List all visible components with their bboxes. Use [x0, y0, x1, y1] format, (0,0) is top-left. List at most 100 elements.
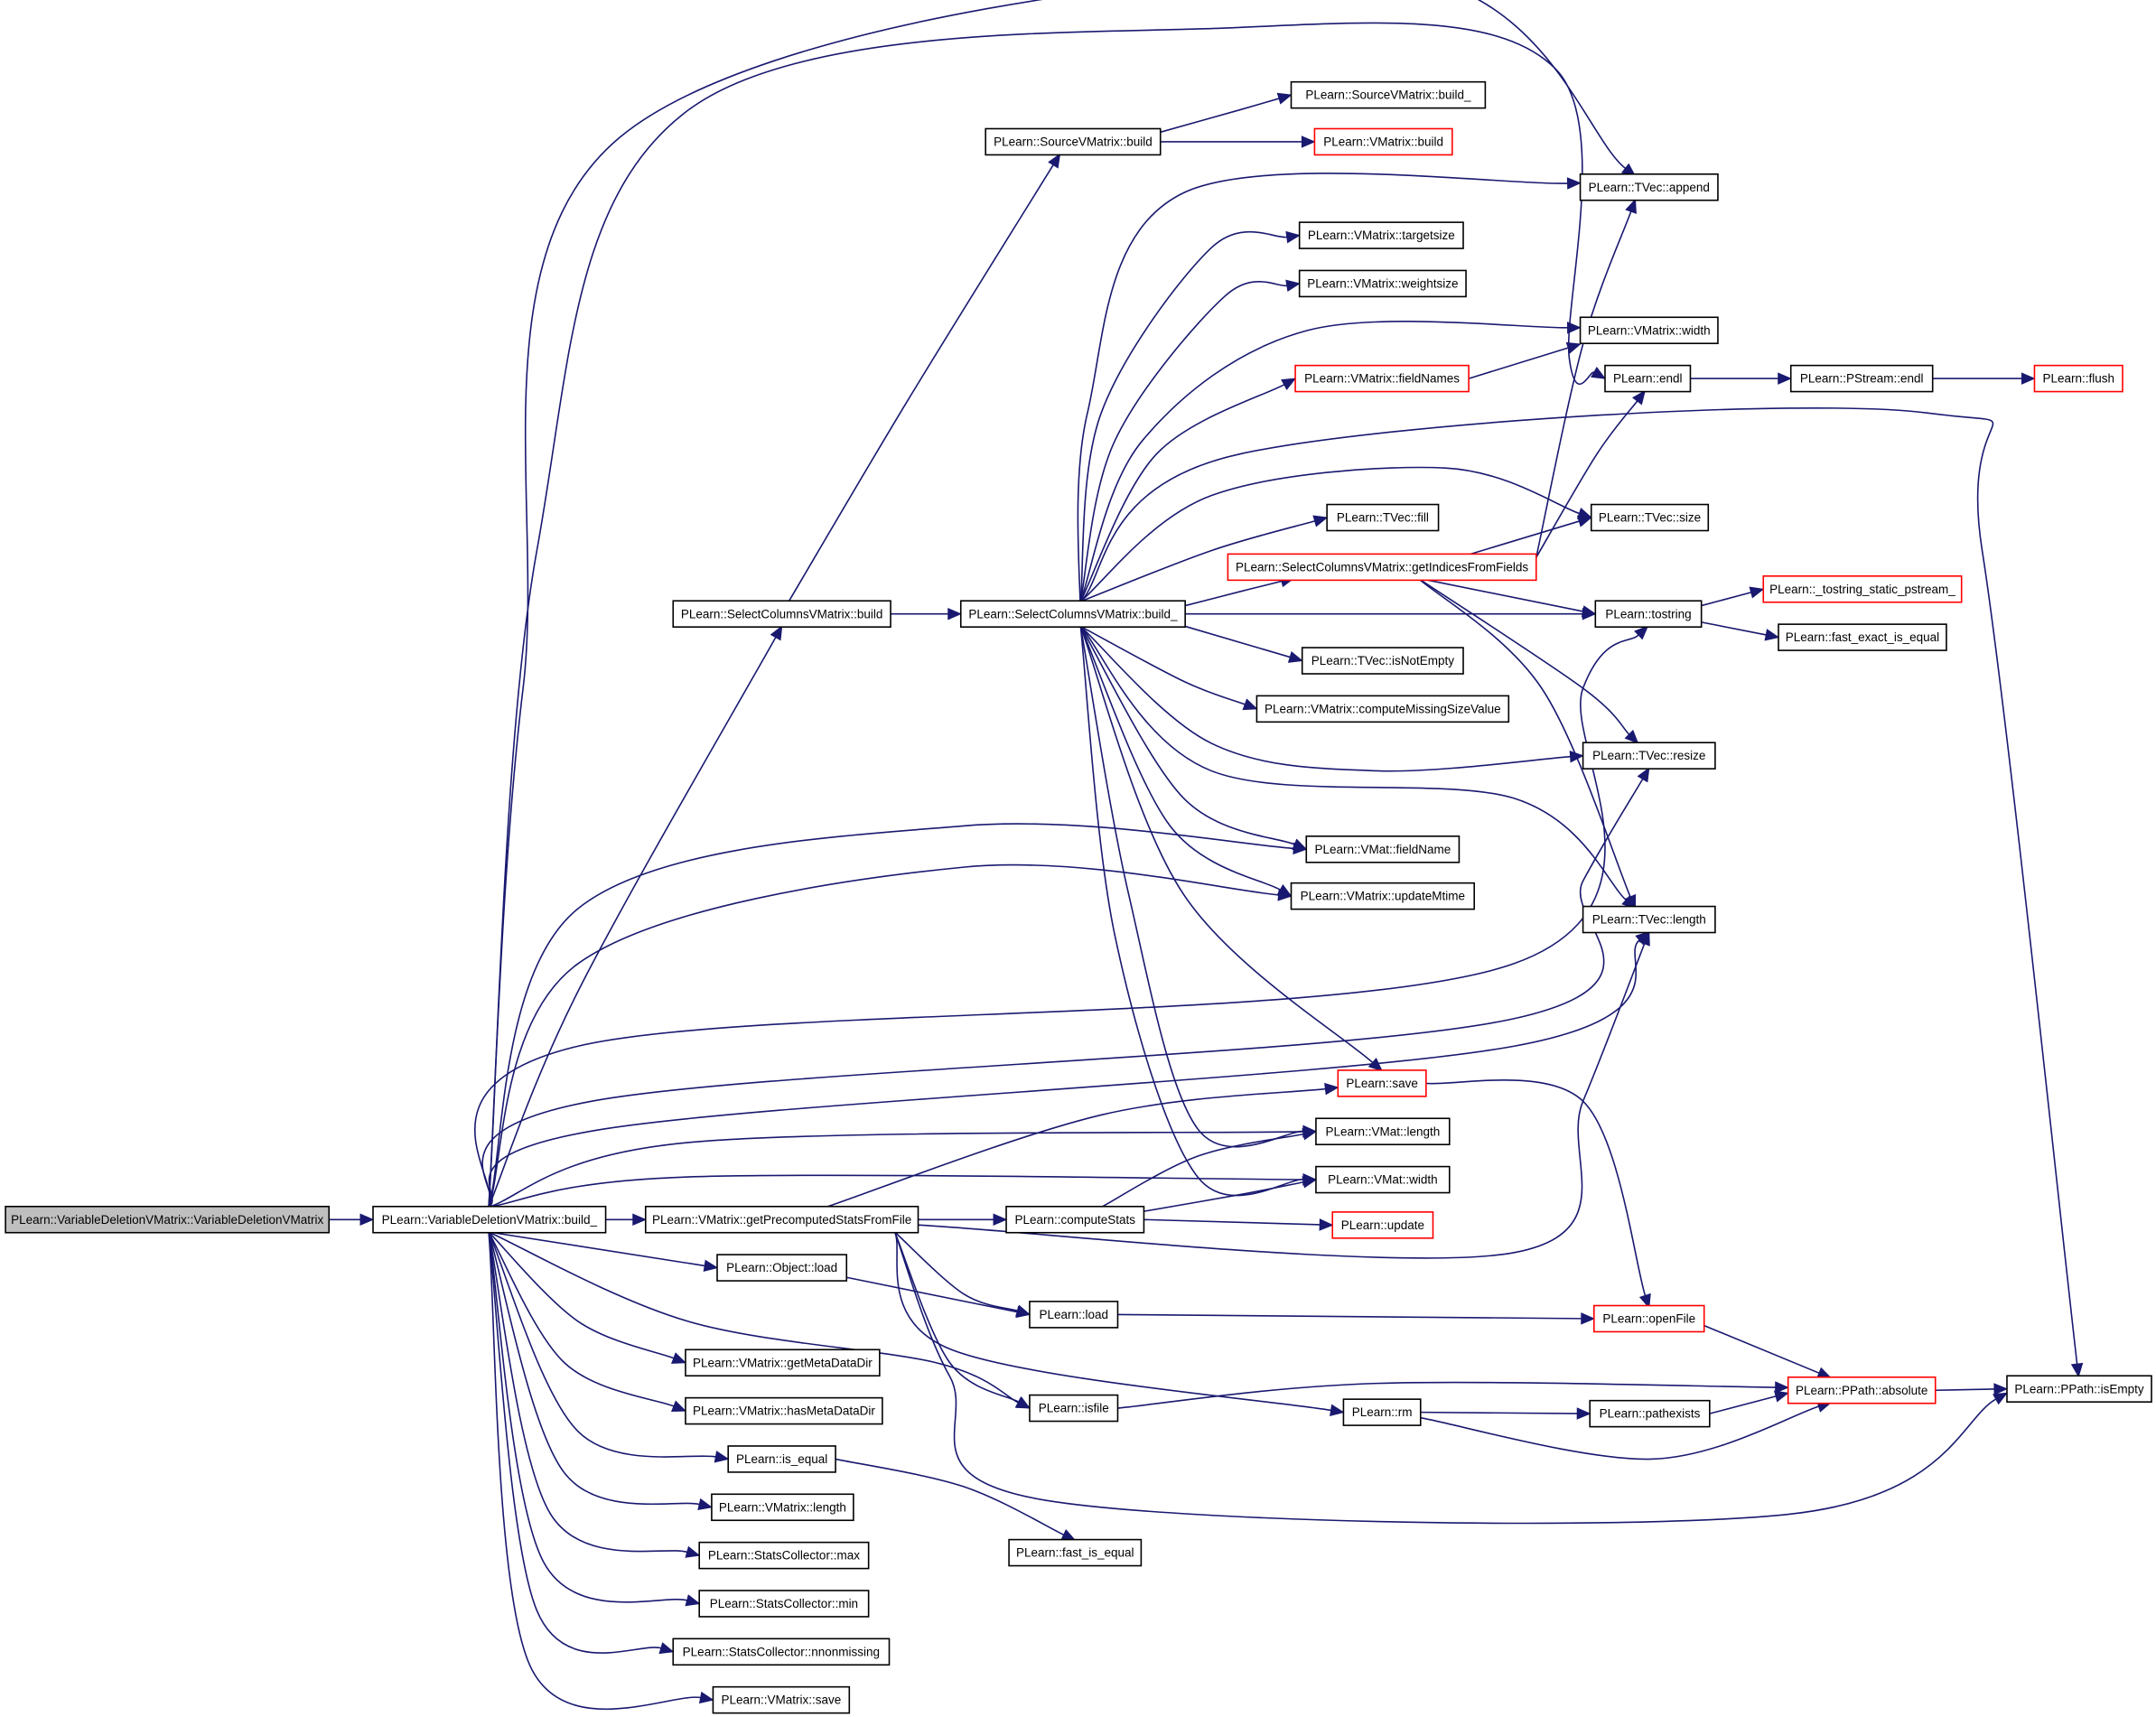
- node-box: [1582, 905, 1716, 934]
- node-scv_build_[interactable]: PLearn::SelectColumnsVMatrix::build_: [959, 600, 1186, 628]
- node-vmat_fieldName[interactable]: PLearn::VMat::fieldName: [1305, 835, 1461, 863]
- node-vm_build[interactable]: PLearn::VMatrix::build: [1313, 127, 1453, 156]
- node-vm_width[interactable]: PLearn::VMatrix::width: [1579, 316, 1719, 345]
- node-label: PLearn::PStream::endl: [1800, 372, 1924, 386]
- edge-scv_build_-to-tvec_append: [1077, 173, 1582, 627]
- node-tvec_size[interactable]: PLearn::TVec::size: [1590, 503, 1710, 532]
- node-box: [1301, 647, 1464, 675]
- node-box: [712, 1685, 851, 1714]
- node-pathexists[interactable]: PLearn::pathexists: [1589, 1399, 1711, 1428]
- node-isNotEmpty[interactable]: PLearn::TVec::isNotEmpty: [1301, 647, 1464, 675]
- node-label: PLearn::PPath::absolute: [1796, 1384, 1927, 1397]
- node-tvec_append[interactable]: PLearn::TVec::append: [1579, 173, 1719, 201]
- node-fast_exact[interactable]: PLearn::fast_exact_is_equal: [1778, 623, 1947, 651]
- node-box: [1594, 600, 1703, 628]
- node-label: PLearn::VMatrix::updateMtime: [1301, 890, 1465, 903]
- node-tostring[interactable]: PLearn::tostring: [1594, 600, 1703, 628]
- node-label: PLearn::VMat::width: [1328, 1173, 1438, 1187]
- node-sc_max[interactable]: PLearn::StatsCollector::max: [698, 1541, 870, 1570]
- node-vmat_length[interactable]: PLearn::VMat::length: [1315, 1117, 1451, 1146]
- node-computeMissing[interactable]: PLearn::VMatrix::computeMissingSizeValue: [1255, 695, 1510, 723]
- node-box: [1298, 269, 1467, 298]
- node-src_build[interactable]: PLearn::SourceVMatrix::build: [985, 127, 1162, 156]
- node-label: PLearn::endl: [1613, 372, 1683, 386]
- node-update[interactable]: PLearn::update: [1331, 1211, 1434, 1239]
- edge-scv_build_-to-vmat_fieldName: [1079, 626, 1308, 850]
- node-label: PLearn::TVec::resize: [1592, 749, 1705, 762]
- node-fieldNames[interactable]: PLearn::VMatrix::fieldNames: [1294, 364, 1470, 393]
- edge-vdv_build-to-vm_length: [488, 1231, 714, 1511]
- node-objload[interactable]: PLearn::Object::load: [716, 1254, 848, 1282]
- node-label: PLearn::TVec::size: [1599, 511, 1701, 525]
- node-label: PLearn::SelectColumnsVMatrix::getIndices…: [1236, 560, 1528, 574]
- edge-fieldNames-to-vm_width: [1468, 341, 1582, 379]
- node-fast_is_equal[interactable]: PLearn::fast_is_equal: [1008, 1538, 1143, 1567]
- node-isfile[interactable]: PLearn::isfile: [1029, 1394, 1119, 1423]
- node-isEmpty[interactable]: PLearn::PPath::isEmpty: [2006, 1375, 2152, 1403]
- edge-scv_build_-to-targetsize: [1079, 230, 1301, 602]
- edge-computeStats-to-update: [1143, 1218, 1334, 1231]
- node-box: [1787, 1376, 1937, 1404]
- edge-vdv_build-to-updateMtime: [488, 863, 1293, 1208]
- node-src_build_[interactable]: PLearn::SourceVMatrix::build_: [1290, 80, 1487, 109]
- node-computeStats[interactable]: PLearn::computeStats: [1005, 1205, 1145, 1234]
- node-sc_nnon[interactable]: PLearn::StatsCollector::nnonmissing: [672, 1638, 891, 1666]
- node-label: PLearn::TVec::append: [1589, 181, 1710, 194]
- node-targetsize[interactable]: PLearn::VMatrix::targetsize: [1298, 221, 1464, 249]
- node-label: PLearn::PPath::isEmpty: [2014, 1382, 2144, 1395]
- edge-getPre-to-rm: [893, 1231, 1345, 1416]
- edge-getPre-to-load: [894, 1231, 1031, 1317]
- node-hasMeta[interactable]: PLearn::VMatrix::hasMetaDataDir: [685, 1396, 883, 1425]
- node-label: PLearn::VariableDeletionVMatrix::Variabl…: [11, 1213, 323, 1227]
- node-box: [1298, 221, 1464, 249]
- edge-vdv_build-to-tostring: [473, 625, 1649, 1208]
- node-label: PLearn::TVec::length: [1592, 913, 1706, 927]
- node-box: [1582, 742, 1716, 770]
- node-box: [1315, 1165, 1451, 1194]
- node-save[interactable]: PLearn::save: [1337, 1069, 1427, 1097]
- node-rm[interactable]: PLearn::rm: [1342, 1398, 1422, 1426]
- node-getPre[interactable]: PLearn::VMatrix::getPrecomputedStatsFrom…: [644, 1205, 919, 1234]
- node-flush[interactable]: PLearn::flush: [2033, 364, 2123, 393]
- node-tvec_fill[interactable]: PLearn::TVec::fill: [1326, 503, 1440, 532]
- node-box: [1326, 503, 1440, 532]
- node-label: PLearn::VMatrix::save: [721, 1694, 841, 1707]
- node-openFile[interactable]: PLearn::openFile: [1592, 1304, 1705, 1333]
- node-label: PLearn::VMat::length: [1325, 1124, 1440, 1138]
- node-label: PLearn::openFile: [1602, 1312, 1695, 1326]
- node-tostring_static[interactable]: PLearn::_tostring_static_pstream_: [1762, 574, 1963, 603]
- node-weightsize[interactable]: PLearn::VMatrix::weightsize: [1298, 269, 1467, 298]
- node-box: [2033, 364, 2123, 393]
- edge-getIdx-to-endl: [1535, 389, 1646, 558]
- node-getMeta[interactable]: PLearn::VMatrix::getMetaDataDir: [685, 1348, 881, 1377]
- node-box: [644, 1205, 919, 1234]
- node-vm_save[interactable]: PLearn::VMatrix::save: [712, 1685, 851, 1714]
- node-vm_length[interactable]: PLearn::VMatrix::length: [711, 1493, 854, 1522]
- node-label: PLearn::VMatrix::getPrecomputedStatsFrom…: [652, 1213, 911, 1227]
- node-updateMtime[interactable]: PLearn::VMatrix::updateMtime: [1290, 882, 1476, 910]
- node-vmat_width[interactable]: PLearn::VMat::width: [1315, 1165, 1451, 1194]
- node-scv_build[interactable]: PLearn::SelectColumnsVMatrix::build: [672, 600, 891, 628]
- node-vdv_build[interactable]: PLearn::VariableDeletionVMatrix::build_: [372, 1205, 607, 1234]
- node-label: PLearn::SelectColumnsVMatrix::build: [681, 607, 883, 621]
- node-endl[interactable]: PLearn::endl: [1604, 364, 1692, 393]
- node-label: PLearn::TVec::fill: [1337, 511, 1429, 525]
- node-load[interactable]: PLearn::load: [1029, 1301, 1119, 1329]
- node-label: PLearn::VMatrix::width: [1588, 323, 1711, 337]
- node-sc_min[interactable]: PLearn::StatsCollector::min: [698, 1590, 870, 1618]
- node-label: PLearn::VariableDeletionVMatrix::build_: [382, 1213, 598, 1227]
- node-pstream_endl[interactable]: PLearn::PStream::endl: [1789, 364, 1934, 393]
- node-root[interactable]: PLearn::VariableDeletionVMatrix::Variabl…: [5, 1205, 331, 1234]
- edge-getIdx-to-tvec_size: [1459, 515, 1592, 558]
- edge-save-to-openFile: [1425, 1079, 1651, 1310]
- node-tvec_length[interactable]: PLearn::TVec::length: [1582, 905, 1716, 934]
- node-tvec_resize[interactable]: PLearn::TVec::resize: [1582, 742, 1716, 770]
- edge-scv_build_-to-computeMissing: [1079, 625, 1258, 711]
- node-is_equal[interactable]: PLearn::is_equal: [727, 1445, 836, 1473]
- node-box: [1005, 1205, 1145, 1234]
- node-box: [1579, 316, 1719, 345]
- node-absolute[interactable]: PLearn::PPath::absolute: [1787, 1376, 1937, 1404]
- node-getIdx[interactable]: PLearn::SelectColumnsVMatrix::getIndices…: [1227, 553, 1537, 582]
- node-box: [1789, 364, 1934, 393]
